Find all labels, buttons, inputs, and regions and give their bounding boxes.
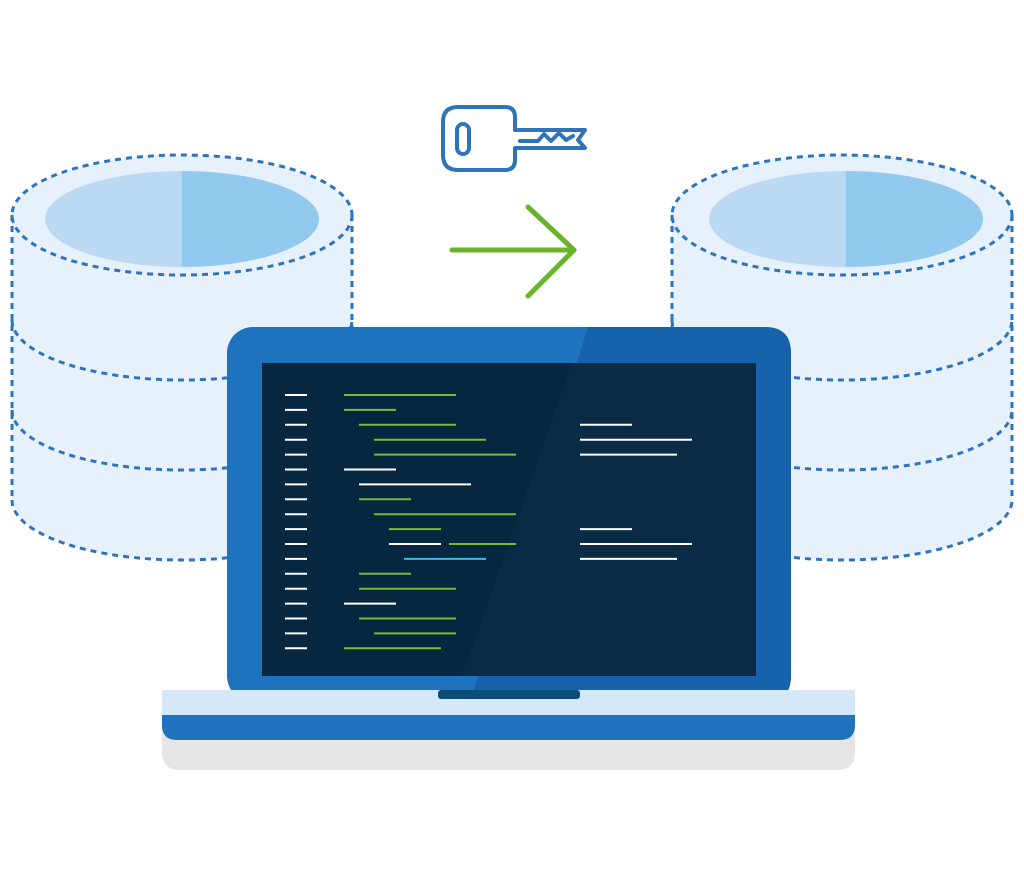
laptop-icon — [162, 327, 855, 770]
arrow-right-icon — [449, 204, 577, 299]
laptop-screen-glare — [462, 363, 756, 676]
key-icon — [441, 105, 587, 172]
right-database-icon — [670, 153, 1014, 562]
laptop-notch — [438, 690, 580, 699]
laptop-base — [162, 690, 855, 715]
code-editor-content — [285, 394, 692, 650]
laptop-base-front — [162, 715, 855, 740]
left-database-icon — [10, 153, 354, 562]
